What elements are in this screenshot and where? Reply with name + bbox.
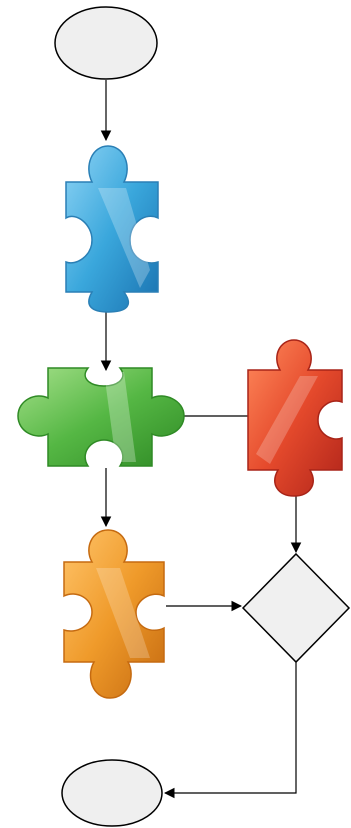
puzzle-piece-red xyxy=(247,339,343,497)
decision-diamond xyxy=(241,552,351,664)
edge-decision-to-end xyxy=(163,662,297,799)
start-terminal xyxy=(54,6,158,80)
puzzle-piece-green xyxy=(17,367,185,467)
puzzle-piece-orange xyxy=(63,529,165,699)
end-terminal xyxy=(61,759,163,827)
puzzle-piece-blue xyxy=(65,145,159,313)
